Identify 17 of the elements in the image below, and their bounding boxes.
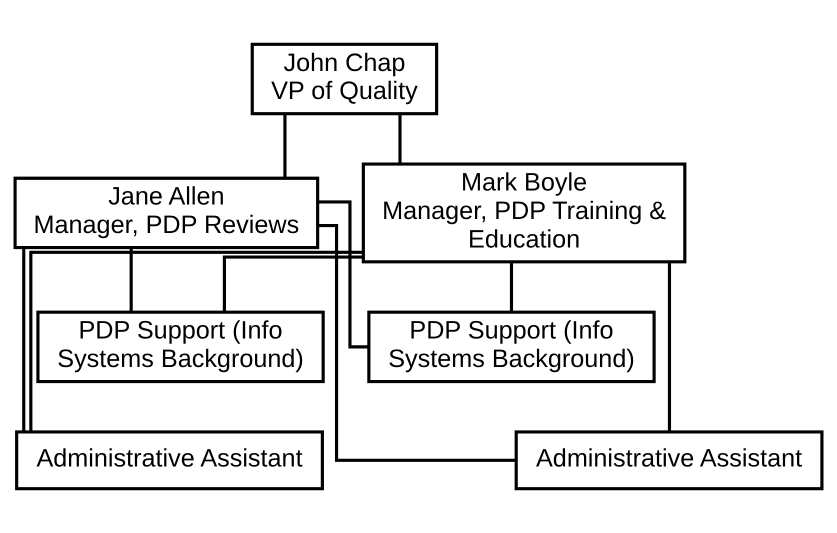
connector [510, 262, 514, 312]
connector [29, 250, 364, 432]
connector [318, 224, 516, 462]
node-box: Administrative Assistant [15, 430, 324, 490]
connector [222, 255, 364, 312]
connector [668, 262, 672, 432]
connector [130, 248, 133, 312]
node-box: Jane Allen Manager, PDP Reviews [14, 176, 320, 250]
node-box: Mark Boyle Manager, PDP Training & Education [362, 162, 686, 264]
node-box: PDP Support (Info Systems Background) [36, 310, 325, 384]
connector [318, 200, 368, 348]
node-box: PDP Support (Info Systems Background) [367, 310, 656, 384]
node-box: Administrative Assistant [514, 430, 824, 490]
connector [398, 114, 402, 164]
node-box: John Chap VP of Quality [250, 42, 438, 116]
connector [22, 248, 26, 432]
connector [283, 114, 287, 178]
